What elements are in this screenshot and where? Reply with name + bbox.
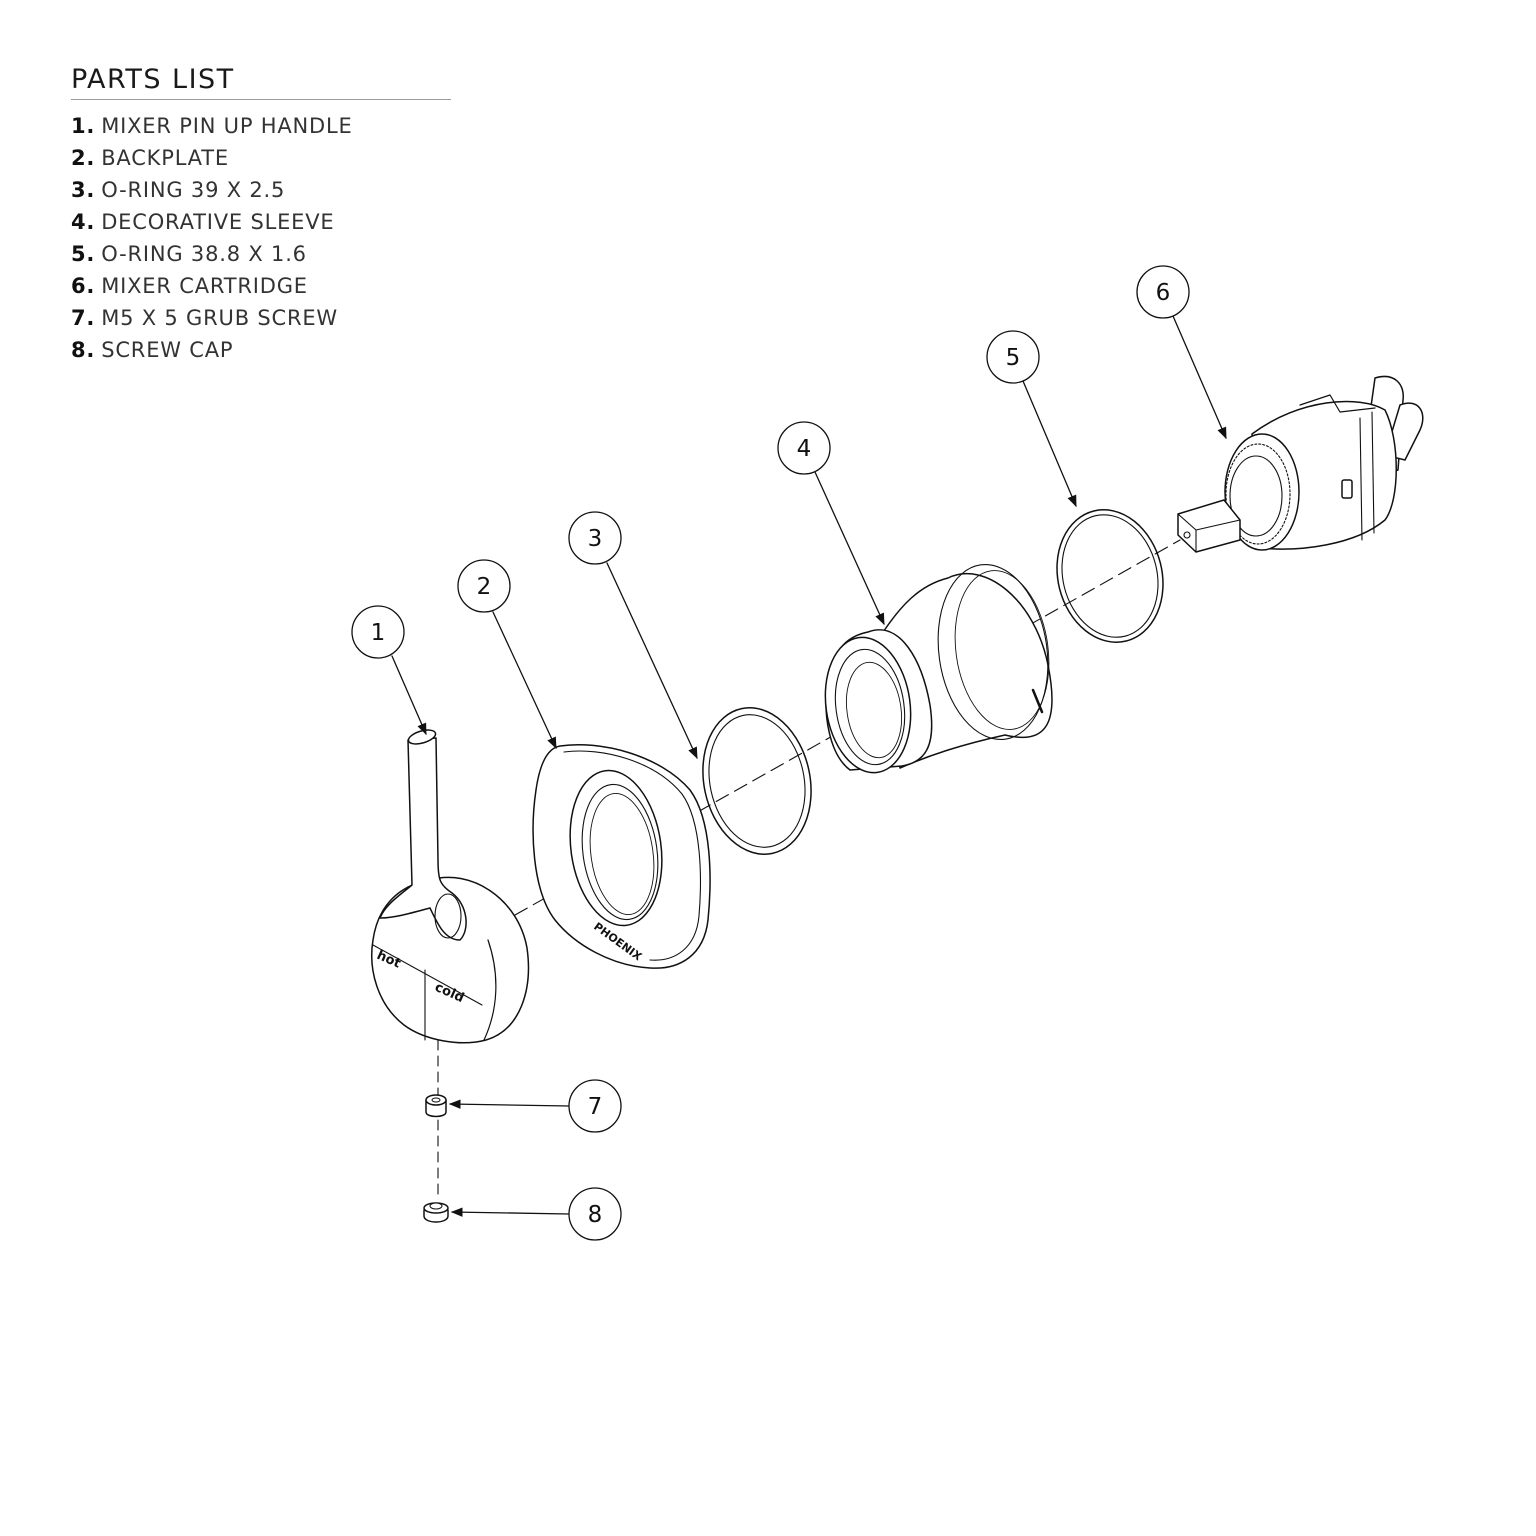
callout-number-2: 2 <box>477 574 492 600</box>
parts-list-items: 1.MIXER PIN UP HANDLE 2.BACKPLATE 3.O-RI… <box>71 110 451 366</box>
leader-line-2 <box>492 611 557 750</box>
callout-numbers: 1 2 3 4 5 6 7 8 <box>371 280 1171 1228</box>
o-ring-38-8 <box>1056 509 1164 643</box>
mixer-cartridge <box>1177 375 1424 553</box>
callouts <box>351 265 1190 1241</box>
part-item-1: 1.MIXER PIN UP HANDLE <box>71 114 353 138</box>
callout-number-8: 8 <box>588 1202 603 1228</box>
leader-line-3 <box>606 562 698 760</box>
callout-number-3: 3 <box>588 526 603 552</box>
callout-number-7: 7 <box>588 1094 603 1120</box>
leader-lines <box>391 315 1227 1217</box>
callout-circle-4 <box>777 421 831 475</box>
parts-list-title: PARTS LIST <box>71 64 451 100</box>
leader-line-4 <box>814 471 885 626</box>
part-item-6: 6.MIXER CARTRIDGE <box>71 274 308 298</box>
part-item-4: 4.DECORATIVE SLEEVE <box>71 210 335 234</box>
part-item-7: 7.M5 X 5 GRUB SCREW <box>71 306 338 330</box>
part-item-2: 2.BACKPLATE <box>71 146 229 170</box>
backplate: PHOENIX <box>532 743 711 969</box>
leader-line-8 <box>450 1207 570 1217</box>
parts-list: PARTS LIST 1.MIXER PIN UP HANDLE 2.BACKP… <box>71 64 451 366</box>
callout-number-4: 4 <box>797 436 812 462</box>
callout-circle-6 <box>1136 265 1190 319</box>
callout-circle-1 <box>351 605 405 659</box>
callout-number-1: 1 <box>371 620 386 646</box>
leader-line-6 <box>1172 315 1227 440</box>
grub-screw <box>425 1094 447 1118</box>
callout-circle-3 <box>568 511 622 565</box>
mixer-handle: hot cold <box>371 729 530 1044</box>
part-item-8: 8.SCREW CAP <box>71 338 234 362</box>
leader-line-1 <box>391 655 427 736</box>
callout-number-6: 6 <box>1156 280 1171 306</box>
o-ring-39 <box>702 707 812 855</box>
leader-line-7 <box>448 1099 570 1109</box>
callout-circle-5 <box>986 330 1040 384</box>
leader-line-5 <box>1022 380 1077 508</box>
callout-circle-8 <box>568 1187 622 1241</box>
callout-circle-2 <box>457 559 511 613</box>
callout-circle-7 <box>568 1079 622 1133</box>
screw-cap <box>423 1202 449 1223</box>
decorative-sleeve <box>824 563 1053 774</box>
part-item-5: 5.O-RING 38.8 X 1.6 <box>71 242 307 266</box>
callout-number-5: 5 <box>1006 345 1021 371</box>
part-item-3: 3.O-RING 39 X 2.5 <box>71 178 286 202</box>
